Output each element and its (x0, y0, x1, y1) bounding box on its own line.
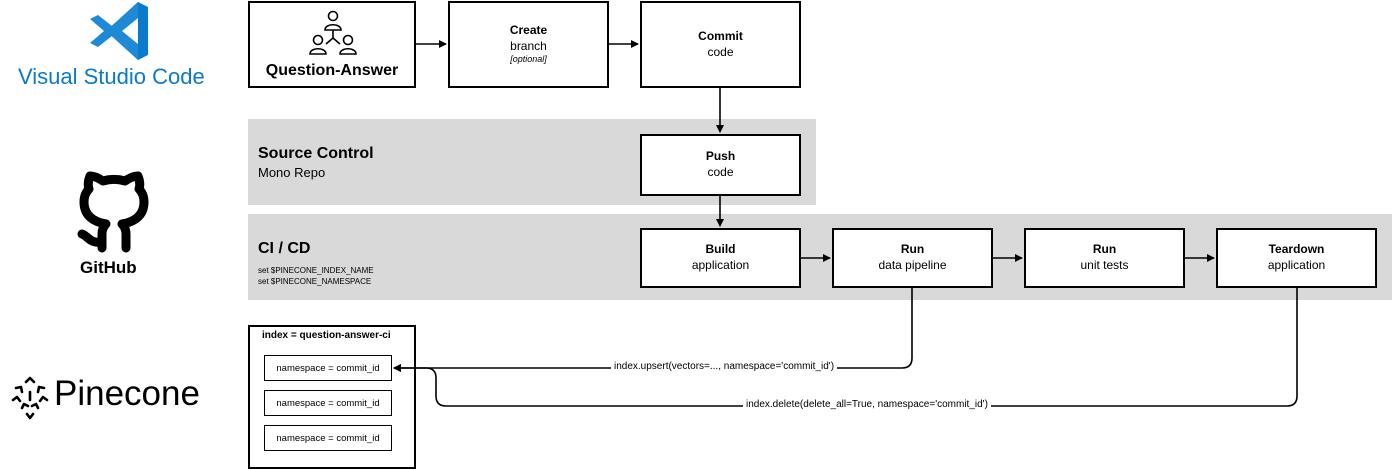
users-hierarchy-icon (309, 10, 357, 55)
pinecone-logo-text: Pinecone (54, 374, 200, 413)
vscode-logo-text: Visual Studio Code (18, 64, 205, 89)
upsert-label: index.upsert(vectors=..., namespace='com… (611, 361, 838, 372)
index-title: index = question-answer-ci (262, 330, 391, 341)
build-subtitle: application (691, 258, 750, 272)
commit-subtitle: code (707, 44, 734, 59)
delete-label: index.delete(delete_all=True, namespace=… (743, 399, 991, 410)
teardown-title: Teardown (1268, 242, 1325, 257)
commit-code-node: Commit code (640, 1, 801, 88)
source-control-title: Source Control (258, 145, 374, 162)
github-logo: GitHub (66, 160, 166, 280)
run-pipeline-subtitle: data pipeline (878, 258, 947, 272)
github-logo-text: GitHub (80, 258, 137, 277)
edge-delete (393, 288, 1298, 407)
cicd-env-index-name: set $PINECONE_INDEX_NAME (258, 266, 374, 275)
question-answer-node: Question-Answer (248, 1, 416, 88)
push-title: Push (705, 149, 736, 164)
cicd-env-namespace: set $PINECONE_NAMESPACE (258, 277, 372, 286)
namespace-item: namespace = commit_id (264, 425, 392, 451)
pinecone-logo: Pinecone (10, 372, 230, 432)
github-octocat-icon (77, 171, 149, 253)
question-answer-label: Question-Answer (265, 62, 399, 80)
create-title: Create (509, 23, 548, 38)
teardown-application-node: Teardown application (1216, 228, 1377, 288)
namespace-item: namespace = commit_id (264, 355, 392, 381)
run-unit-tests-node: Run unit tests (1024, 228, 1185, 288)
vscode-logo: Visual Studio Code (18, 0, 218, 95)
build-title: Build (705, 242, 736, 257)
push-subtitle: code (707, 165, 734, 179)
run-tests-title: Run (1092, 242, 1117, 257)
vscode-icon (90, 2, 148, 60)
create-note: [optional] (510, 54, 547, 65)
build-application-node: Build application (640, 228, 801, 288)
create-subtitle: branch (510, 38, 547, 53)
namespace-item: namespace = commit_id (264, 390, 392, 416)
create-branch-node: Create branch [optional] (448, 1, 609, 88)
edge-upsert (393, 288, 913, 372)
teardown-subtitle: application (1267, 258, 1326, 272)
run-data-pipeline-node: Run data pipeline (832, 228, 993, 288)
cicd-band (248, 214, 1392, 300)
pinecone-icon (11, 376, 49, 420)
cicd-title: CI / CD (258, 240, 311, 257)
commit-title: Commit (698, 28, 743, 43)
source-control-subtitle: Mono Repo (258, 165, 326, 180)
push-code-node: Push code (640, 134, 801, 196)
run-tests-subtitle: unit tests (1080, 258, 1129, 272)
run-pipeline-title: Run (900, 242, 925, 257)
